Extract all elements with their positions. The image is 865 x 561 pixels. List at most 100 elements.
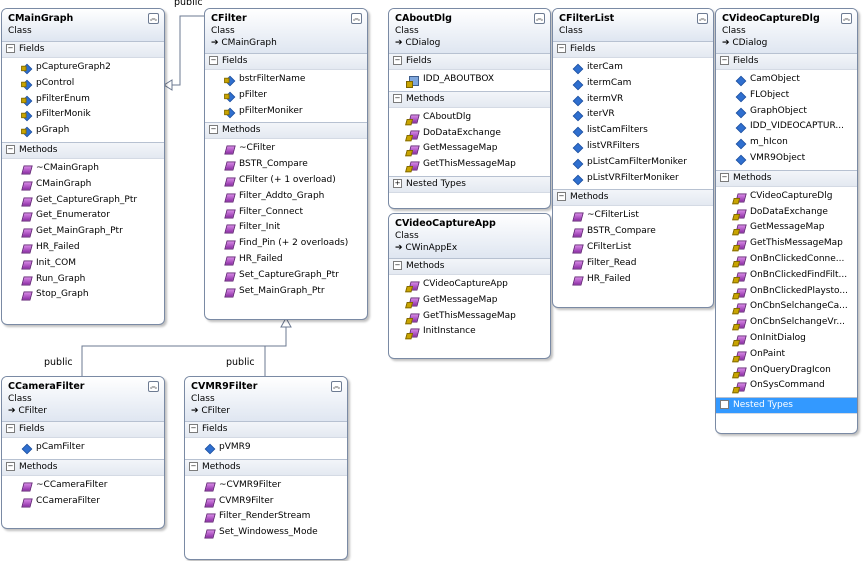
methods-header[interactable]: −Methods bbox=[553, 189, 713, 207]
fields-header[interactable]: −Fields bbox=[205, 53, 367, 70]
class-cvideocapturedlg[interactable]: CVideoCaptureDlg Class ➔ CDialog ︽ −Fiel… bbox=[715, 8, 858, 434]
methods-header[interactable]: −Methods bbox=[389, 90, 550, 108]
method-item[interactable]: Get_Enumerator bbox=[2, 208, 164, 224]
field-item[interactable]: pFilterMoniker bbox=[205, 104, 367, 120]
method-item[interactable]: BSTR_Compare bbox=[205, 157, 367, 173]
class-ccamerafilter[interactable]: CCameraFilter Class ➔ CFilter ︽ −Fields … bbox=[1, 376, 165, 529]
method-item[interactable]: CVMR9Filter bbox=[185, 494, 347, 510]
method-item[interactable]: Filter_Connect bbox=[205, 205, 367, 221]
collapse-toggle-icon[interactable]: − bbox=[6, 424, 15, 433]
method-item[interactable]: Filter_Init bbox=[205, 220, 367, 236]
method-item[interactable]: ~CMainGraph bbox=[2, 161, 164, 177]
field-item[interactable]: listCamFilters bbox=[553, 123, 713, 139]
method-item[interactable]: CCameraFilter bbox=[2, 494, 164, 510]
field-item[interactable]: pGraph bbox=[2, 123, 164, 139]
method-item[interactable]: Set_MainGraph_Ptr bbox=[205, 284, 367, 300]
field-item[interactable]: itermCam bbox=[553, 76, 713, 92]
method-item[interactable]: GetThisMessageMap bbox=[389, 309, 550, 325]
collapse-toggle-icon[interactable]: − bbox=[720, 56, 729, 65]
method-item[interactable]: HR_Failed bbox=[2, 240, 164, 256]
collapse-toggle-icon[interactable]: − bbox=[557, 192, 566, 202]
field-item[interactable]: bstrFilterName bbox=[205, 72, 367, 88]
method-item[interactable]: Get_CaptureGraph_Ptr bbox=[2, 193, 164, 209]
method-item[interactable]: Filter_Read bbox=[553, 256, 713, 272]
field-item[interactable]: pFilter bbox=[205, 88, 367, 104]
method-item[interactable]: OnBnClickedConne... bbox=[716, 252, 857, 268]
collapse-toggle-icon[interactable]: − bbox=[557, 44, 566, 53]
fields-header[interactable]: −Fields bbox=[2, 41, 164, 58]
chevron-up-icon[interactable]: ︽ bbox=[331, 381, 342, 392]
method-item[interactable]: GetMessageMap bbox=[716, 220, 857, 236]
field-item[interactable]: iterVR bbox=[553, 107, 713, 123]
method-item[interactable]: GetMessageMap bbox=[389, 293, 550, 309]
field-item[interactable]: GraphObject bbox=[716, 104, 857, 120]
field-item[interactable]: pVMR9 bbox=[185, 440, 347, 456]
method-item[interactable]: DoDataExchange bbox=[389, 126, 550, 142]
fields-header[interactable]: −Fields bbox=[389, 53, 550, 70]
field-item[interactable]: FLObject bbox=[716, 88, 857, 104]
method-item[interactable]: HR_Failed bbox=[553, 272, 713, 288]
nested-types-header[interactable]: +Nested Types bbox=[716, 397, 857, 415]
class-cfilter[interactable]: CFilter Class ➔ CMainGraph ︽ −Fields bst… bbox=[204, 8, 368, 320]
chevron-up-icon[interactable]: ︽ bbox=[697, 13, 708, 24]
method-item[interactable]: Filter_Addto_Graph bbox=[205, 189, 367, 205]
fields-header[interactable]: −Fields bbox=[2, 421, 164, 438]
methods-header[interactable]: −Methods bbox=[2, 458, 164, 476]
method-item[interactable]: Set_CaptureGraph_Ptr bbox=[205, 268, 367, 284]
methods-header[interactable]: −Methods bbox=[205, 122, 367, 140]
method-item[interactable]: CAboutDlg bbox=[389, 110, 550, 126]
collapse-toggle-icon[interactable]: − bbox=[6, 144, 15, 154]
method-item[interactable]: DoDataExchange bbox=[716, 205, 857, 221]
field-item[interactable]: listVRFilters bbox=[553, 139, 713, 155]
method-item[interactable]: OnSysCommand bbox=[716, 378, 857, 394]
collapse-toggle-icon[interactable]: − bbox=[189, 424, 198, 433]
method-item[interactable]: GetMessageMap bbox=[389, 141, 550, 157]
method-item[interactable]: ~CVMR9Filter bbox=[185, 478, 347, 494]
method-item[interactable]: GetThisMessageMap bbox=[389, 157, 550, 173]
fields-header[interactable]: −Fields bbox=[716, 53, 857, 70]
method-item[interactable]: OnCbnSelchangeVr... bbox=[716, 315, 857, 331]
method-item[interactable]: OnInitDialog bbox=[716, 331, 857, 347]
methods-header[interactable]: −Methods bbox=[716, 169, 857, 187]
field-item[interactable]: itermVR bbox=[553, 92, 713, 108]
class-cvmr9filter[interactable]: CVMR9Filter Class ➔ CFilter ︽ −Fields pV… bbox=[184, 376, 348, 560]
chevron-up-icon[interactable]: ︽ bbox=[841, 13, 852, 24]
field-item[interactable]: pCaptureGraph2 bbox=[2, 60, 164, 76]
collapse-toggle-icon[interactable]: − bbox=[189, 461, 198, 471]
field-item[interactable]: IDD_VIDEOCAPTUR... bbox=[716, 119, 857, 135]
field-item[interactable]: pCamFilter bbox=[2, 440, 164, 456]
field-item[interactable]: pFilterEnum bbox=[2, 92, 164, 108]
method-item[interactable]: BSTR_Compare bbox=[553, 224, 713, 240]
field-item[interactable]: m_hIcon bbox=[716, 135, 857, 151]
method-item[interactable]: InitInstance bbox=[389, 324, 550, 340]
method-item[interactable]: Stop_Graph bbox=[2, 287, 164, 303]
collapse-toggle-icon[interactable]: − bbox=[209, 125, 218, 135]
field-item[interactable]: CamObject bbox=[716, 72, 857, 88]
method-item[interactable]: HR_Failed bbox=[205, 252, 367, 268]
method-item[interactable]: OnBnClickedFindFilt... bbox=[716, 268, 857, 284]
method-item[interactable]: OnBnClickedPlaysto... bbox=[716, 284, 857, 300]
method-item[interactable]: OnPaint bbox=[716, 347, 857, 363]
collapse-toggle-icon[interactable]: − bbox=[393, 93, 402, 103]
collapse-toggle-icon[interactable]: − bbox=[6, 461, 15, 471]
field-item[interactable]: iterCam bbox=[553, 60, 713, 76]
field-item[interactable]: pListCamFilterMoniker bbox=[553, 155, 713, 171]
class-caboutdlg[interactable]: CAboutDlg Class ➔ CDialog ︽ −Fields IDD_… bbox=[388, 8, 551, 209]
chevron-up-icon[interactable]: ︽ bbox=[534, 13, 545, 24]
method-item[interactable]: ~CFilterList bbox=[553, 208, 713, 224]
class-cvideocaptureapp[interactable]: CVideoCaptureApp Class ➔ CWinAppEx −Meth… bbox=[388, 213, 551, 359]
method-item[interactable]: Set_Windowess_Mode bbox=[185, 525, 347, 541]
field-item[interactable]: pListVRFilterMoniker bbox=[553, 171, 713, 187]
collapse-toggle-icon[interactable]: − bbox=[6, 44, 15, 53]
method-item[interactable]: CFilter (+ 1 overload) bbox=[205, 173, 367, 189]
method-item[interactable]: CFilterList bbox=[553, 240, 713, 256]
methods-header[interactable]: −Methods bbox=[2, 141, 164, 159]
methods-header[interactable]: −Methods bbox=[185, 458, 347, 476]
nested-types-header[interactable]: +Nested Types bbox=[389, 175, 550, 193]
method-item[interactable]: CVideoCaptureApp bbox=[389, 277, 550, 293]
expand-toggle-icon[interactable]: + bbox=[393, 178, 402, 188]
field-item[interactable]: pFilterMonik bbox=[2, 107, 164, 123]
method-item[interactable]: Init_COM bbox=[2, 256, 164, 272]
fields-header[interactable]: −Fields bbox=[553, 41, 713, 58]
